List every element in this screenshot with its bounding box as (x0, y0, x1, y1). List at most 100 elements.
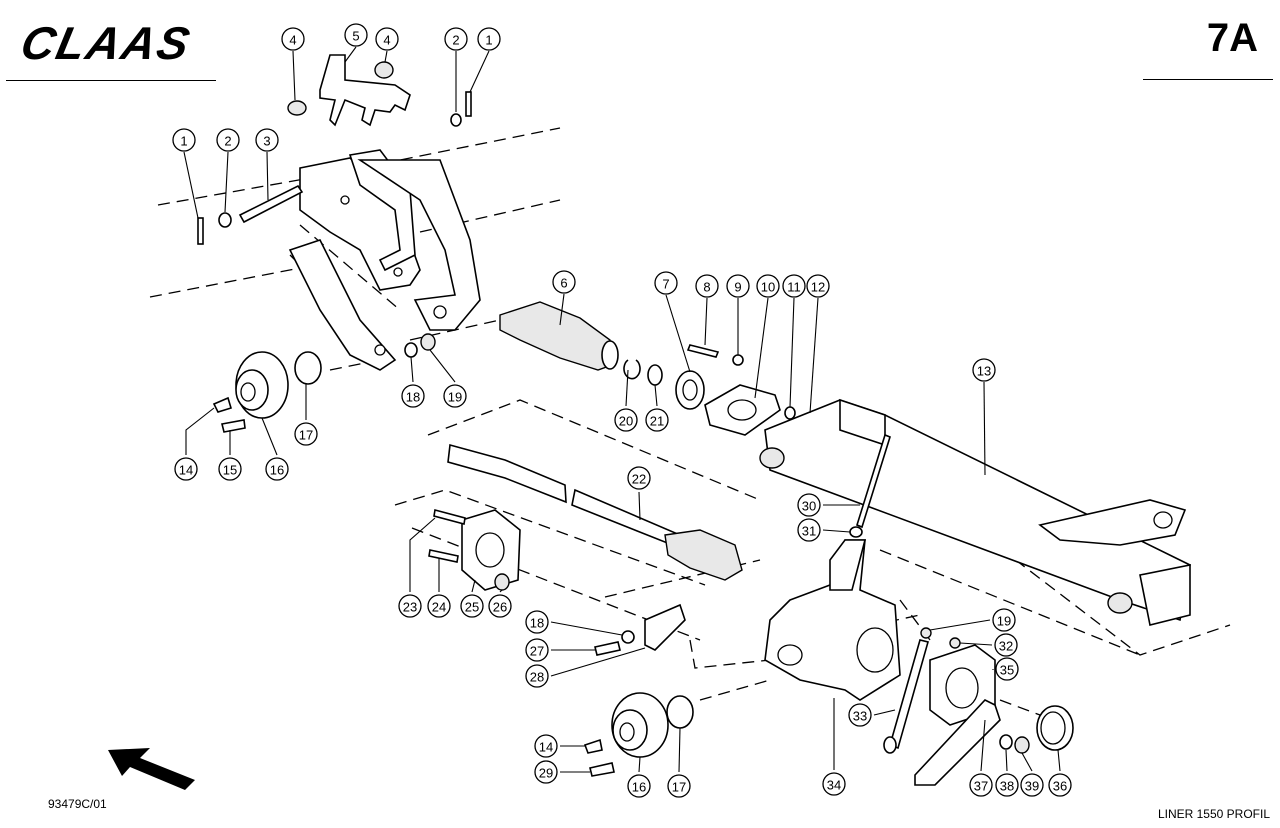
callout-bubble (1048, 773, 1072, 797)
callout-22: 22 (627, 466, 651, 490)
callout-38: 38 (995, 773, 1019, 797)
callout-number: 36 (1053, 779, 1067, 794)
callout-35: 35 (995, 657, 1019, 681)
nut-26 (494, 573, 510, 591)
callout-bubble (534, 760, 558, 784)
callout-9: 9 (726, 274, 750, 298)
callout-number: 37 (974, 779, 988, 794)
callout-37: 37 (969, 773, 993, 797)
callout-bubble (994, 633, 1018, 657)
callout-bubble (995, 657, 1019, 681)
callout-24: 24 (427, 594, 451, 618)
callout-number: 12 (811, 280, 825, 295)
callout-bubble (218, 457, 242, 481)
bearing-cover-35 (929, 644, 996, 726)
callout-bubble (488, 594, 512, 618)
callout-number: 21 (650, 414, 664, 429)
gearbox-housing-34 (764, 539, 901, 701)
hub-flange-upper (235, 351, 289, 419)
callout-number: 2 (452, 33, 459, 48)
callout-number: 1 (485, 33, 492, 48)
callout-7: 7 (654, 271, 678, 295)
callout-20: 20 (614, 408, 638, 432)
callout-bubble (1020, 773, 1044, 797)
callout-17: 17 (667, 774, 691, 798)
bolt-15 (221, 419, 246, 433)
bushing-left (287, 100, 307, 116)
shim-washer (647, 364, 663, 386)
callout-bubble (534, 734, 558, 758)
callout-2: 2 (444, 27, 468, 51)
bolt-29 (589, 762, 615, 777)
callout-number: 4 (383, 33, 390, 48)
callout-bubble (627, 466, 651, 490)
callout-3: 3 (255, 128, 279, 152)
callout-25: 25 (460, 594, 484, 618)
callout-bubble (525, 610, 549, 634)
bearing-plate-25 (461, 509, 521, 591)
nut-31 (849, 526, 863, 538)
callout-bubble (375, 27, 399, 51)
nut-small (784, 406, 796, 420)
callout-number: 2 (224, 134, 231, 149)
o-ring-lower (666, 695, 694, 729)
bolt-24 (428, 549, 459, 563)
callout-number: 32 (999, 639, 1013, 654)
callout-number: 16 (270, 463, 284, 478)
callout-number: 1 (180, 134, 187, 149)
bearing-flange (704, 384, 781, 436)
callout-number: 39 (1025, 779, 1039, 794)
callout-bubble (969, 773, 993, 797)
callout-bubble (281, 27, 305, 51)
drawing-reference: 93479C/01 (48, 797, 107, 811)
callout-number: 19 (448, 390, 462, 405)
callout-34: 34 (822, 772, 846, 796)
callout-bubble (525, 664, 549, 688)
callout-number: 14 (179, 463, 193, 478)
callout-number: 18 (406, 390, 420, 405)
flange-washer (732, 354, 744, 366)
callout-bubble (797, 493, 821, 517)
callout-bubble (726, 274, 750, 298)
callout-number: 14 (539, 740, 553, 755)
washer-left (218, 212, 232, 228)
callout-29: 29 (534, 760, 558, 784)
pivot-pin (238, 184, 304, 224)
callout-bubble (477, 27, 501, 51)
callout-number: 5 (352, 29, 359, 44)
callout-19: 19 (992, 608, 1016, 632)
callout-bubble (344, 23, 368, 47)
callout-14: 14 (174, 457, 198, 481)
callout-number: 22 (632, 472, 646, 487)
callout-39: 39 (1020, 773, 1044, 797)
callout-1: 1 (172, 128, 196, 152)
callout-bubble (806, 274, 830, 298)
grease-nipple-32 (949, 637, 961, 649)
callout-bubble (695, 274, 719, 298)
pin-left (197, 217, 204, 245)
callout-bubble (172, 128, 196, 152)
callout-number: 7 (662, 277, 669, 292)
callout-bubble (822, 772, 846, 796)
page-code: 7A (1206, 16, 1258, 60)
callout-bubble (667, 774, 691, 798)
callout-number: 9 (734, 280, 741, 295)
callout-bubble (444, 27, 468, 51)
callout-number: 20 (619, 414, 633, 429)
callout-number: 11 (787, 280, 801, 295)
nut-19a (420, 333, 436, 351)
callout-number: 34 (827, 778, 841, 793)
callout-15: 15 (218, 457, 242, 481)
callout-number: 10 (761, 280, 775, 295)
callout-number: 8 (703, 280, 710, 295)
callout-18: 18 (401, 384, 425, 408)
bolt-27 (594, 641, 621, 656)
pin-top (465, 91, 472, 117)
flange-bolt (686, 344, 720, 358)
tension-spring-33 (883, 639, 929, 754)
callout-number: 35 (1000, 663, 1014, 678)
drive-shaft-22 (447, 443, 743, 581)
washer-38 (999, 734, 1013, 750)
